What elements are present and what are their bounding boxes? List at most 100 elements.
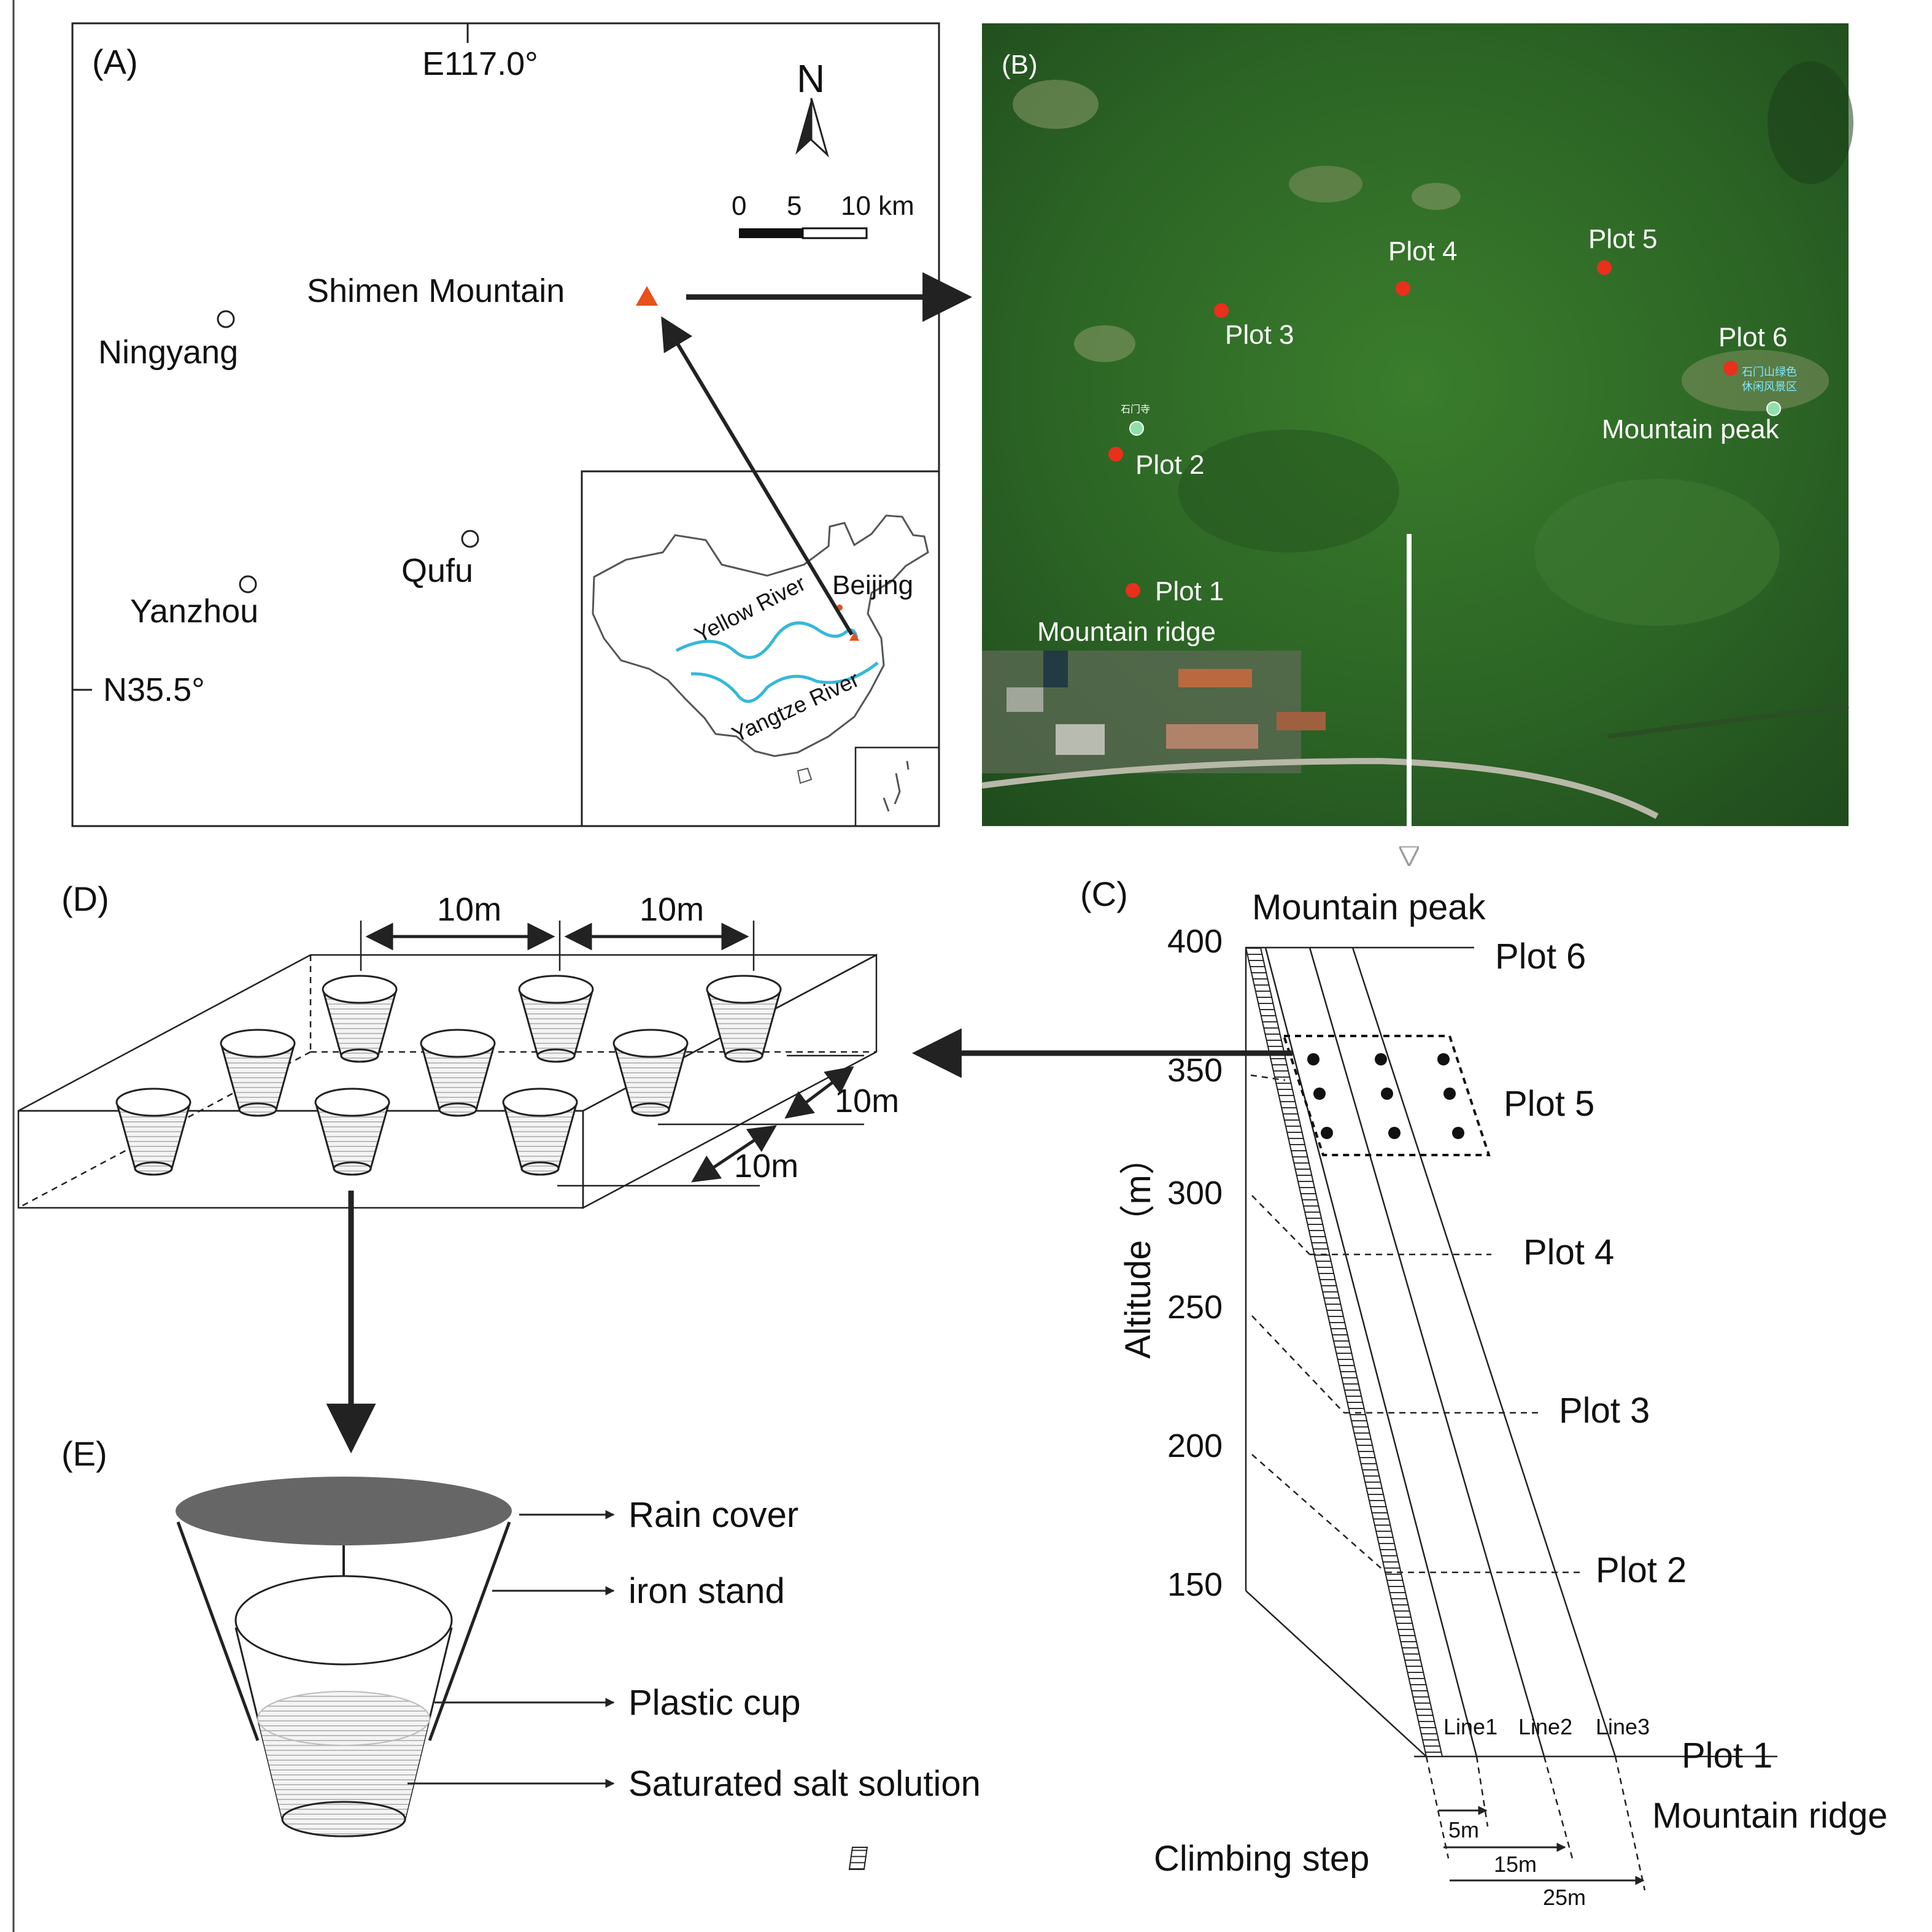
city-qufu: Qufu: [401, 552, 473, 589]
y-tick-200: 200: [1167, 1428, 1223, 1464]
collector-cup-icon: [115, 1088, 191, 1176]
north-arrow-icon: [795, 98, 829, 158]
sat-ridge-label: Mountain ridge: [1037, 617, 1216, 647]
sample-point: [1381, 1088, 1393, 1100]
north-label: N: [797, 56, 825, 101]
distance-25m: 25m: [1543, 1885, 1586, 1910]
profile-plot-2: Plot 2: [1596, 1550, 1687, 1590]
collector-cup-icon: [220, 1029, 296, 1117]
poi-scenic-1: 石门山绿色: [1742, 366, 1797, 378]
panel-c-profile: (C) Mountain peak Altitude（m） 400 350 30…: [848, 875, 1888, 1910]
latitude-label: N35.5°: [103, 671, 205, 708]
part-rain-cover: Rain cover: [628, 1495, 798, 1535]
profile-ridge-label: Mountain ridge: [1652, 1796, 1888, 1836]
distance-15m: 15m: [1494, 1852, 1537, 1877]
sat-plot-2-marker: [1108, 447, 1123, 462]
sample-point: [1321, 1127, 1333, 1139]
sat-plot-3-marker: [1214, 303, 1229, 318]
arrow-inset-to-site: [661, 316, 854, 636]
spacing-side-2: 10m: [734, 1148, 798, 1184]
city-marker-yanzhou: [239, 575, 257, 593]
sat-plot-1: Plot 1: [1155, 576, 1224, 606]
sat-plot-3: Plot 3: [1225, 320, 1294, 350]
profile-plot-4: Plot 4: [1523, 1232, 1614, 1272]
panel-a-map: (A) E117.0° N35.5° N 0 5 10 km Shimen Mo…: [71, 22, 973, 827]
y-tick-300: 300: [1167, 1175, 1223, 1211]
panel-b-label: (B): [1002, 50, 1038, 80]
part-iron-stand: iron stand: [628, 1571, 785, 1611]
panel-e-collector: (E) Rain cover iron stand Plastic cup Sa…: [61, 1434, 981, 1837]
spacing-top-2: 10m: [639, 891, 704, 928]
city-ningyang: Ningyang: [98, 334, 238, 371]
sat-plot-6-marker: [1723, 361, 1738, 376]
line-2-label: Line2: [1518, 1714, 1572, 1739]
sat-plot-4-marker: [1396, 281, 1410, 296]
collector-cup-icon: [322, 975, 398, 1063]
city-marker-qufu: [461, 530, 479, 548]
rain-cover-disc: [176, 1477, 512, 1545]
sat-plot-5: Plot 5: [1588, 224, 1658, 254]
sample-point: [1375, 1053, 1387, 1065]
sat-plot-1-marker: [1126, 583, 1140, 598]
y-tick-350: 350: [1167, 1052, 1223, 1089]
sample-point: [1313, 1088, 1326, 1100]
city-yanzhou: Yanzhou: [130, 593, 258, 630]
profile-y-axis-label: Altitude（m）: [1118, 1139, 1158, 1359]
y-tick-150: 150: [1167, 1566, 1223, 1603]
collector-cup-icon: [612, 1029, 689, 1117]
profile-peak-label: Mountain peak: [1252, 887, 1486, 927]
collector-cup-icon: [518, 975, 594, 1063]
city-marker-ningyang: [217, 310, 235, 328]
spacing-side-1: 10m: [835, 1083, 899, 1119]
sat-plot-2: Plot 2: [1135, 450, 1205, 480]
profile-plot-1: Plot 1: [1682, 1736, 1772, 1776]
line-3-label: Line3: [1596, 1714, 1650, 1739]
part-plastic-cup: Plastic cup: [628, 1683, 800, 1723]
collector-cup-icon: [706, 975, 782, 1063]
panel-d-label: (D): [61, 879, 109, 918]
scale-bar: 0 5 10 km: [732, 191, 914, 239]
sample-point: [1452, 1127, 1464, 1139]
yellow-river-line: [675, 621, 859, 659]
collector-cup-icon: [502, 1088, 578, 1176]
sample-point: [1388, 1127, 1401, 1139]
part-salt-solution: Saturated salt solution: [628, 1764, 981, 1804]
y-tick-400: 400: [1167, 923, 1223, 960]
scale-tick-0: 0: [732, 191, 746, 221]
y-tick-250: 250: [1167, 1289, 1223, 1326]
inset-beijing: Beijing: [832, 570, 913, 600]
sat-plot-5-marker: [1597, 260, 1612, 275]
sat-plot-4: Plot 4: [1388, 236, 1458, 266]
profile-plot-3: Plot 3: [1559, 1391, 1650, 1431]
climbing-step-legend: Climbing step: [1154, 1839, 1369, 1879]
sample-point: [1437, 1053, 1450, 1065]
panel-b-satellite: (B) Plot 1 Mountain ridge Plot 2 石门寺 Plo…: [981, 23, 1853, 864]
sat-plot-6: Plot 6: [1718, 322, 1788, 352]
sample-point: [1307, 1053, 1320, 1065]
inset-china-map: Beijing Yellow River Yangtze River: [581, 470, 940, 827]
scale-tick-5: 5: [787, 191, 802, 221]
plot-5-sample-points: [1307, 1053, 1464, 1139]
longitude-label: E117.0°: [422, 45, 538, 82]
profile-plot-5: Plot 5: [1504, 1084, 1594, 1124]
collector-cup-icon: [420, 1029, 496, 1117]
climbing-step-legend-icon: [848, 1847, 868, 1870]
site-triangle-icon: [636, 286, 658, 306]
climbing-step-path: [1245, 947, 1443, 1757]
poi-temple: 石门寺: [1121, 404, 1150, 415]
plot-5-box: [1282, 1035, 1491, 1156]
yangtze-river-line: [690, 662, 879, 703]
profile-plot-6: Plot 6: [1495, 937, 1586, 976]
line-1-label: Line1: [1443, 1714, 1497, 1739]
distance-5m: 5m: [1448, 1817, 1479, 1842]
panel-a-label: (A): [92, 42, 138, 81]
sat-peak-label: Mountain peak: [1602, 414, 1780, 444]
map-frame: [71, 22, 940, 827]
site-label: Shimen Mountain: [307, 272, 565, 309]
scale-tick-10: 10 km: [841, 191, 914, 221]
plastic-cup-rim: [234, 1575, 453, 1666]
panel-e-label: (E): [61, 1434, 107, 1473]
poi-scenic-2: 休闲风景区: [1742, 381, 1797, 393]
peak-marker: [1766, 401, 1781, 416]
